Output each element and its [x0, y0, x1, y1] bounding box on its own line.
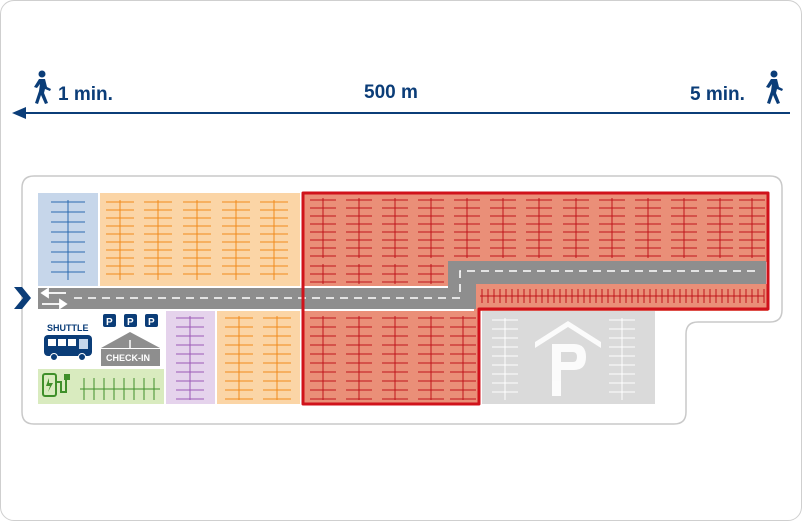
check-in-kiosk: CHECK-IN — [101, 332, 160, 366]
right-walk-time: 5 min. — [690, 84, 745, 105]
zone-red-top — [303, 193, 768, 262]
zone-orange-top — [100, 193, 300, 286]
walking-person-icon — [34, 70, 51, 104]
parking-badges: P P P — [103, 314, 158, 328]
svg-text:P: P — [148, 317, 155, 328]
left-walk-time: 1 min. — [58, 84, 113, 105]
zone-red-strip — [474, 284, 768, 311]
check-in-label: CHECK-IN — [106, 353, 150, 363]
distance-label: 500 m — [364, 82, 418, 103]
shuttle-bus-icon — [44, 335, 92, 361]
walking-person-icon — [766, 70, 783, 104]
entrance-chevron-icon — [14, 287, 31, 309]
red-zone-highlight — [301, 191, 770, 406]
two-way-arrows-icon — [40, 287, 68, 310]
shuttle-label: SHUTTLE — [47, 323, 89, 333]
distance-arrow — [12, 107, 790, 119]
ev-charger-icon — [42, 373, 70, 397]
zone-green-ev — [38, 369, 164, 404]
access-road — [38, 261, 766, 309]
svg-text:P: P — [106, 317, 113, 328]
parking-stalls — [51, 198, 765, 400]
svg-text:P: P — [127, 317, 134, 328]
parking-garage-icon — [535, 321, 601, 396]
